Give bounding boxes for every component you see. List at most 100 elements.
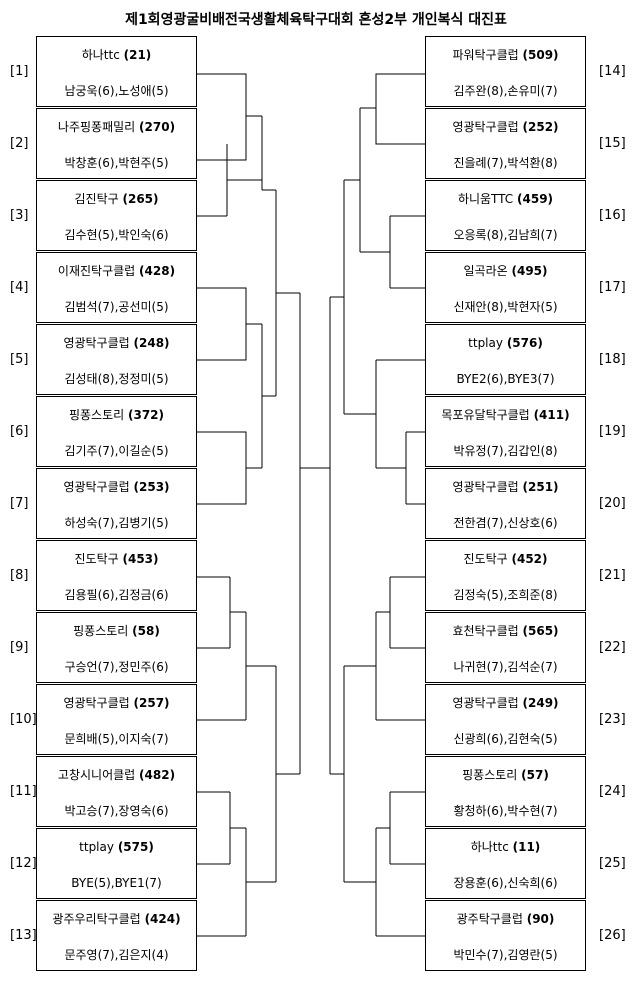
seed-number: [12]	[10, 856, 37, 871]
team-code: (257)	[133, 696, 170, 710]
team-name: 파워탁구클럽	[452, 48, 519, 62]
team-line: 핑퐁스토리 (57)	[426, 768, 585, 782]
players: 문주영(7),김은지(4)	[64, 948, 169, 962]
seed-number: [11]	[10, 784, 37, 799]
team-line: 영광탁구클럽 (251)	[426, 480, 585, 494]
players: 구승언(7),정민주(6)	[64, 660, 169, 674]
team-code: (575)	[117, 840, 154, 854]
page-title: 제1회영광굴비배전국생활체육탁구대회 혼성2부 개인복식 대진표	[125, 12, 507, 28]
players: 신광희(6),김현숙(5)	[453, 732, 558, 746]
team-name: 영광탁구클럽	[63, 336, 130, 350]
entry-box: 일곡라온 (495)신재안(8),박현자(5)	[425, 252, 586, 323]
seed-number: [3]	[10, 208, 29, 223]
team-name: 영광탁구클럽	[452, 120, 519, 134]
seed-number: [2]	[10, 136, 29, 151]
entry-box: 이재진탁구클럽 (428)김범석(7),공선미(5)	[36, 252, 197, 323]
seed-number: [22]	[599, 640, 626, 655]
team-line: 영광탁구클럽 (257)	[37, 696, 196, 710]
seed-number: [1]	[10, 64, 29, 79]
entry-box: 광주탁구클럽 (90) 박민수(7),김영란(5)	[425, 900, 586, 971]
entry-box: 광주우리탁구클럽 (424) 문주영(7),김은지(4)	[36, 900, 197, 971]
team-code: (270)	[139, 120, 176, 134]
team-name: 목포유달탁구클럽	[441, 408, 530, 422]
team-code: (253)	[133, 480, 170, 494]
entry-box: 핑퐁스토리 (372)김기주(7),이길순(5)	[36, 396, 197, 467]
entry-box: ttplay (575)BYE(5),BYE1(7)	[36, 828, 197, 899]
players: 김주완(8),손유미(7)	[453, 84, 558, 98]
team-name: 진도탁구	[463, 552, 508, 566]
players: 황청하(6),박수현(7)	[453, 804, 558, 818]
team-name: 핑퐁스토리	[73, 624, 129, 638]
entry-box: 진도탁구 (452)김정숙(5),조희준(8)	[425, 540, 586, 611]
team-name: ttplay	[468, 336, 503, 350]
team-line: 광주탁구클럽 (90)	[426, 912, 585, 926]
seed-number: [13]	[10, 928, 37, 943]
seed-number: [14]	[599, 64, 626, 79]
seed-number: [10]	[10, 712, 37, 727]
players: 김범석(7),공선미(5)	[64, 300, 169, 314]
seed-number: [5]	[10, 352, 29, 367]
team-line: ttplay (576)	[426, 336, 585, 350]
team-name: 핑퐁스토리	[462, 768, 518, 782]
team-name: 고창시니어클럽	[57, 768, 136, 782]
entry-box: ttplay (576) BYE2(6),BYE3(7)	[425, 324, 586, 395]
team-line: 하니움TTC (459)	[426, 192, 585, 206]
players: 박민수(7),김영란(5)	[453, 948, 558, 962]
team-line: 핑퐁스토리 (58)	[37, 624, 196, 638]
team-line: ttplay (575)	[37, 840, 196, 854]
team-code: (58)	[132, 624, 160, 638]
team-code: (252)	[522, 120, 559, 134]
team-line: 광주우리탁구클럽 (424)	[37, 912, 196, 926]
players: 하성숙(7),김병기(5)	[64, 516, 169, 530]
entry-box: 영광탁구클럽 (249) 신광희(6),김현숙(5)	[425, 684, 586, 755]
team-line: 영광탁구클럽 (252)	[426, 120, 585, 134]
entry-box: 하나ttc (21) 남궁욱(6),노성애(5)	[36, 36, 197, 107]
team-code: (265)	[122, 192, 159, 206]
team-line: 핑퐁스토리 (372)	[37, 408, 196, 422]
team-code: (57)	[521, 768, 549, 782]
team-code: (249)	[522, 696, 559, 710]
entry-box: 하나ttc (11)장용훈(6),신숙희(6)	[425, 828, 586, 899]
team-code: (509)	[522, 48, 559, 62]
team-name: 광주탁구클럽	[456, 912, 523, 926]
entry-box: 핑퐁스토리 (58) 구승언(7),정민주(6)	[36, 612, 197, 683]
entry-box: 영광탁구클럽 (252)진을례(7),박석환(8)	[425, 108, 586, 179]
players: 남궁욱(6),노성애(5)	[64, 84, 169, 98]
seed-number: [15]	[599, 136, 626, 151]
team-name: 광주우리탁구클럽	[52, 912, 141, 926]
players: BYE2(6),BYE3(7)	[456, 372, 555, 386]
team-line: 목포유달탁구클럽 (411)	[426, 408, 585, 422]
team-name: 영광탁구클럽	[452, 696, 519, 710]
team-line: 고창시니어클럽 (482)	[37, 768, 196, 782]
team-code: (565)	[522, 624, 559, 638]
seed-number: [21]	[599, 568, 626, 583]
players: 김성태(8),정정미(5)	[64, 372, 169, 386]
team-code: (459)	[517, 192, 554, 206]
team-name: 진도탁구	[74, 552, 119, 566]
seed-number: [6]	[10, 424, 29, 439]
team-code: (21)	[123, 48, 152, 62]
bracket-line	[197, 431, 247, 505]
team-name: 영광탁구클럽	[63, 696, 130, 710]
team-line: 영광탁구클럽 (248)	[37, 336, 196, 350]
team-line: 하나ttc (11)	[426, 840, 585, 854]
entry-box: 영광탁구클럽 (257)문희배(5),이지숙(7)	[36, 684, 197, 755]
seed-number: [20]	[599, 496, 626, 511]
team-line: 영광탁구클럽 (249)	[426, 696, 585, 710]
team-line: 하나ttc (21)	[37, 48, 196, 62]
bracket-line	[375, 73, 425, 145]
players: 김용필(6),김정금(6)	[64, 588, 169, 602]
team-name: 김진탁구	[74, 192, 119, 206]
entry-box: 파워탁구클럽 (509) 김주완(8),손유미(7)	[425, 36, 586, 107]
seed-number: [4]	[10, 280, 29, 295]
seed-number: [25]	[599, 856, 626, 871]
team-code: (411)	[533, 408, 570, 422]
team-code: (495)	[511, 264, 548, 278]
team-name: 일곡라온	[463, 264, 508, 278]
entry-box: 효천탁구클럽 (565)나귀현(7),김석순(7)	[425, 612, 586, 683]
team-code: (251)	[522, 480, 559, 494]
team-name: 이재진탁구클럽	[57, 264, 136, 278]
team-name: 하니움TTC	[457, 192, 514, 206]
team-name: ttplay	[79, 840, 114, 854]
